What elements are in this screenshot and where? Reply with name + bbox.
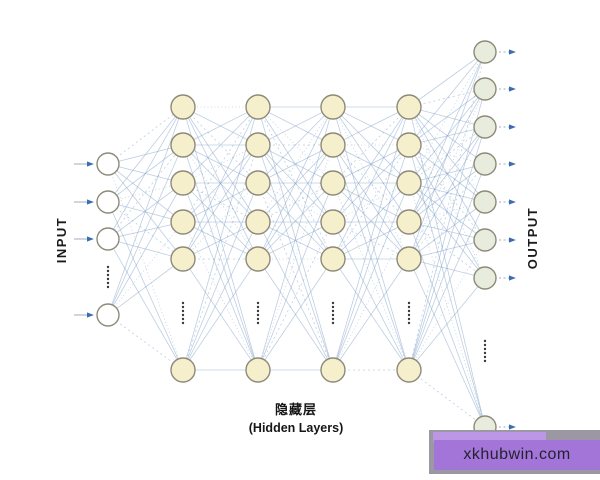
output-node — [473, 40, 497, 64]
hidden-node — [170, 132, 196, 158]
hidden-layer-4 — [396, 94, 422, 383]
input-node — [96, 303, 120, 327]
hidden-node — [245, 357, 271, 383]
hidden-layer-3 — [320, 94, 346, 383]
connections-hidden-layer-3-to-hidden-layer-4 — [332, 106, 410, 371]
hidden-node — [396, 94, 422, 120]
hidden-ellipsis — [181, 301, 185, 325]
connections-hidden-layer-2-to-hidden-layer-3 — [257, 106, 334, 371]
hidden-layer-1 — [170, 94, 196, 383]
output-node — [473, 152, 497, 176]
output-ellipsis — [483, 339, 487, 363]
hidden-node — [320, 132, 346, 158]
output-layer-label: OUTPUT — [525, 206, 540, 270]
watermark-top-strip — [433, 432, 546, 442]
hidden-node — [170, 209, 196, 235]
hidden-ellipsis — [256, 301, 260, 325]
hidden-node — [320, 357, 346, 383]
input-node — [96, 190, 120, 214]
hidden-node — [320, 170, 346, 196]
hidden-node — [170, 246, 196, 272]
hidden-node — [396, 357, 422, 383]
hidden-node — [245, 170, 271, 196]
hidden-layers-caption-cn: 隐藏层 — [274, 402, 317, 417]
output-node — [473, 77, 497, 101]
input-node — [96, 227, 120, 251]
output-node — [473, 266, 497, 290]
watermark-text: xkhubwin.com — [463, 446, 571, 463]
hidden-layer-2 — [245, 94, 271, 383]
input-node — [96, 152, 120, 176]
connections-hidden-layer-4-to-output-layer — [408, 51, 486, 428]
output-node — [473, 115, 497, 139]
hidden-node — [245, 246, 271, 272]
output-node — [473, 228, 497, 252]
hidden-node — [245, 94, 271, 120]
hidden-node — [320, 246, 346, 272]
hidden-node — [396, 170, 422, 196]
hidden-node — [245, 209, 271, 235]
hidden-node — [396, 132, 422, 158]
hidden-node — [170, 170, 196, 196]
connections-input-layer-to-hidden-layer-1 — [107, 106, 184, 371]
hidden-ellipsis — [331, 301, 335, 325]
hidden-node — [396, 246, 422, 272]
input-layer-label: INPUT — [54, 216, 69, 264]
watermark-link[interactable]: xkhubwin.com — [434, 440, 600, 470]
hidden-node — [320, 94, 346, 120]
hidden-node — [170, 94, 196, 120]
hidden-node — [245, 132, 271, 158]
hidden-layers-caption: 隐藏层 (Hidden Layers) — [196, 399, 396, 435]
output-layer — [473, 40, 516, 439]
output-node — [473, 190, 497, 214]
input-ellipsis — [106, 265, 110, 289]
connections-hidden-layer-1-to-hidden-layer-2 — [182, 106, 259, 371]
input-layer — [74, 152, 120, 327]
hidden-node — [396, 209, 422, 235]
hidden-node — [320, 209, 346, 235]
hidden-layers-caption-en: (Hidden Layers) — [248, 421, 344, 435]
hidden-ellipsis — [407, 301, 411, 325]
hidden-node — [170, 357, 196, 383]
